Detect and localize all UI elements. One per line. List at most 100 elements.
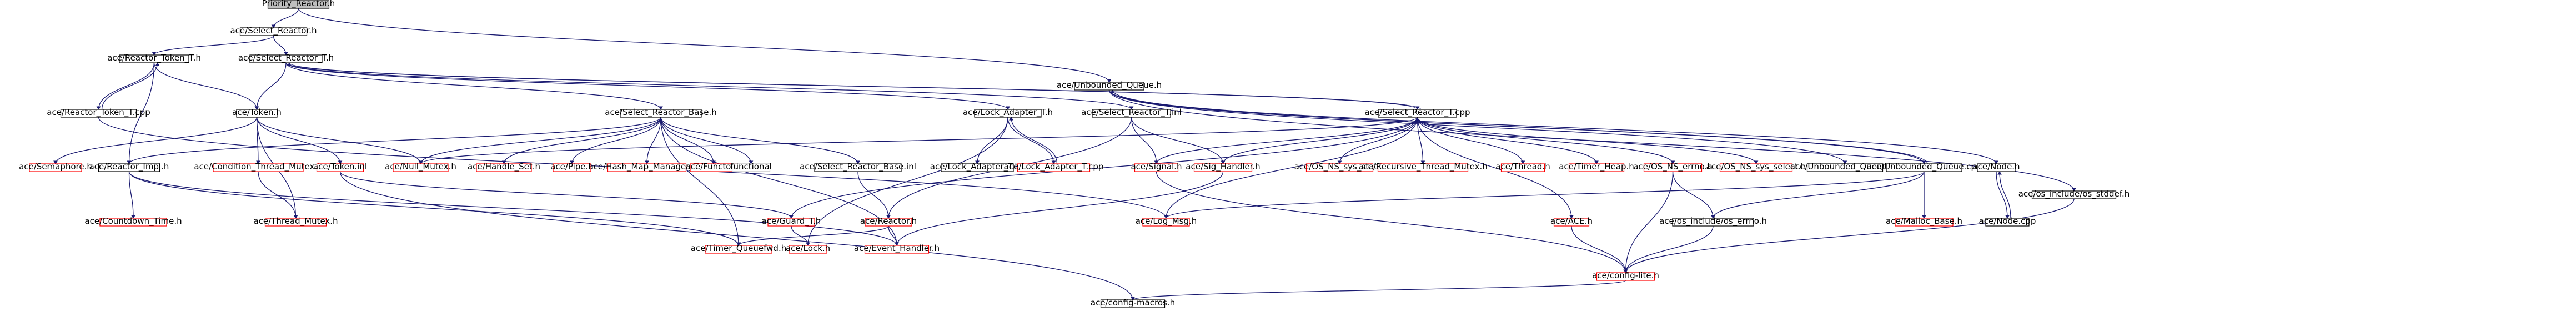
node-node-cpp[interactable]: ace/Node.cpp (1979, 216, 2036, 227)
edge-line (128, 171, 739, 246)
node-unbounded-queue-h[interactable]: ace/Unbounded_Queue.h (1057, 80, 1162, 91)
edge-arrowhead (131, 215, 135, 219)
node-box (1719, 163, 1793, 172)
edge-select-reactor-base-h-to-functional (660, 117, 754, 164)
edge-arrowhead (975, 160, 980, 164)
edge-unbounded-queue-h-to-os-include-os-stddef-h (1108, 89, 2076, 192)
node-root[interactable]: Priority_Reactor.h (262, 0, 335, 9)
node-label: ace/Handle_Set.h (468, 162, 540, 172)
edge-arrowhead (1569, 215, 1574, 219)
edge-line (153, 35, 274, 56)
node-box (99, 218, 167, 227)
edge-arrowhead (659, 106, 663, 110)
edge-line (660, 117, 752, 164)
edge-token-inl-to-config-macros-h (339, 171, 1135, 300)
node-box (1895, 218, 1954, 227)
node-unbounded-queue-inl[interactable]: ace/Unbounded_Queue.inl (1790, 162, 1900, 172)
node-reactor-token-t-h[interactable]: ace/Reactor_Token_T.h (107, 53, 201, 63)
edge-line (285, 62, 1132, 110)
node-box (865, 218, 912, 227)
node-label: ace/Timer_Queuefwd.h (691, 243, 786, 254)
edge-line (571, 117, 661, 164)
node-os-include-os-stddef-h[interactable]: ace/os_include/os_stddef.h (2018, 189, 2130, 199)
node-select-reactor-t-cpp[interactable]: ace/Select_Reactor_T.cpp (1364, 107, 1470, 118)
edge-select-reactor-t-h-to-select-reactor-base-h (285, 62, 663, 110)
node-box (1977, 163, 2016, 172)
edge-arrowhead (284, 52, 288, 56)
edge-line (646, 117, 661, 164)
edge-sig-handler-h-to-event-handler-h (895, 171, 1224, 246)
node-os-include-os-errno-h[interactable]: ace/os_include/os_errno.h (1659, 216, 1767, 227)
node-box (814, 163, 902, 172)
node-label: ace/Log_Msg.h (1136, 216, 1197, 227)
node-label: ace/Guard_T.h (762, 216, 821, 227)
node-box (1142, 218, 1190, 227)
edge-arrowhead (736, 242, 741, 246)
node-token-h[interactable]: ace/Token.h (232, 107, 282, 118)
node-label: ace/Condition_Thread_Mutex.h (194, 162, 322, 172)
node-lock-adapter-t-inl[interactable]: ace/Lock_Adapter_T.inl (930, 162, 1025, 172)
edge-select-reactor-t-inl-to-sig-handler-h (1131, 117, 1226, 164)
edge-arrowhead (1337, 160, 1342, 164)
edge-line (807, 117, 1008, 246)
edge-lock-adapter-t-h-to-lock-adapter-t-cpp (1007, 117, 1056, 164)
edge-line (1417, 117, 1572, 219)
node-select-reactor-t-inl[interactable]: ace/Select_Reactor_T.inl (1081, 107, 1182, 118)
node-node-h[interactable]: ace/Node.h (1972, 162, 2020, 172)
node-box (1806, 163, 1884, 172)
node-ace-h: ace/ACE.h (1550, 216, 1593, 227)
edge-lock-adapter-t-cpp-to-lock-adapter-t-h (1009, 117, 1058, 164)
edge-line (339, 171, 1133, 300)
edge-select-reactor-h-to-select-reactor-t-h (273, 35, 288, 56)
node-label: ace/Functor.h (686, 162, 742, 172)
node-select-reactor-base-h[interactable]: ace/Select_Reactor_Base.h (605, 107, 716, 118)
edge-line (857, 171, 889, 219)
node-label: ace/Signal.h (1131, 162, 1182, 172)
edge-arrowhead (749, 160, 754, 164)
node-reactor-token-t-cpp[interactable]: ace/Reactor_Token_T.cpp (47, 107, 150, 118)
edge-select-reactor-base-h-to-null-mutex-h (418, 117, 661, 164)
node-unbounded-queue-cpp[interactable]: ace/Unbounded_Queue.cpp (1866, 162, 1981, 172)
node-token-inl: ace/Token.inl (313, 162, 367, 172)
node-config-macros-h[interactable]: ace/config-macros.h (1091, 298, 1175, 308)
node-lock-adapter-t-h[interactable]: ace/Lock_Adapter_T.h (963, 107, 1053, 118)
node-label: ace/Thread_Mutex.h (253, 216, 338, 227)
node-label: ace/Event_Handler.h (854, 243, 940, 254)
edge-line (1166, 171, 1925, 219)
node-select-reactor-t-h[interactable]: ace/Select_Reactor_T.h (238, 53, 334, 63)
node-box (607, 163, 687, 172)
node-box (1500, 163, 1545, 172)
node-config-lite-h: ace/config-lite.h (1592, 270, 1659, 281)
node-select-reactor-h[interactable]: ace/Select_Reactor.h (230, 26, 317, 36)
edge-ace-h-to-config-lite-h (1571, 225, 1628, 273)
node-box (1377, 163, 1469, 172)
node-label: ace/Node.h (1972, 162, 2020, 172)
node-select-reactor-base-inl[interactable]: ace/Select_Reactor_Base.inl (800, 162, 916, 172)
node-box (864, 245, 930, 254)
node-label: ace/Lock.h (786, 243, 830, 253)
node-label: Priority_Reactor.h (262, 0, 335, 9)
edge-select-reactor-base-h-to-pipe-h (570, 117, 661, 164)
edge-line (1108, 89, 1846, 164)
node-reactor-impl-h[interactable]: ace/Reactor_Impl.h (89, 162, 169, 172)
edge-arrowhead (895, 242, 899, 246)
edge-os-include-os-stddef-h-to-config-lite-h (1623, 198, 2075, 273)
node-handle-set-h: ace/Handle_Set.h (468, 162, 540, 172)
edge-line (256, 117, 341, 164)
edge-lock-adapter-t-h-to-lock-adapter-t-inl (975, 117, 1008, 164)
edge-line (1625, 171, 1674, 273)
node-box (1553, 218, 1590, 227)
edge-arrowhead (645, 160, 649, 164)
edge-select-reactor-t-cpp-to-null-mutex-h (418, 117, 1418, 164)
node-box (731, 163, 771, 172)
edge-select-reactor-base-h-to-hash-map-manager-t-h (645, 117, 661, 164)
edge-arrowhead (501, 160, 506, 164)
edge-line (153, 62, 258, 110)
edge-reactor-token-t-cpp-to-reactor-token-t-h (101, 62, 160, 110)
edge-select-reactor-t-cpp-to-timer-heap-h (1417, 117, 1599, 164)
node-box (1378, 109, 1457, 118)
edge-line (420, 117, 1418, 164)
edge-line (660, 117, 739, 246)
edge-arrowhead (96, 106, 101, 110)
node-label: ace/Select_Reactor.h (230, 26, 317, 36)
